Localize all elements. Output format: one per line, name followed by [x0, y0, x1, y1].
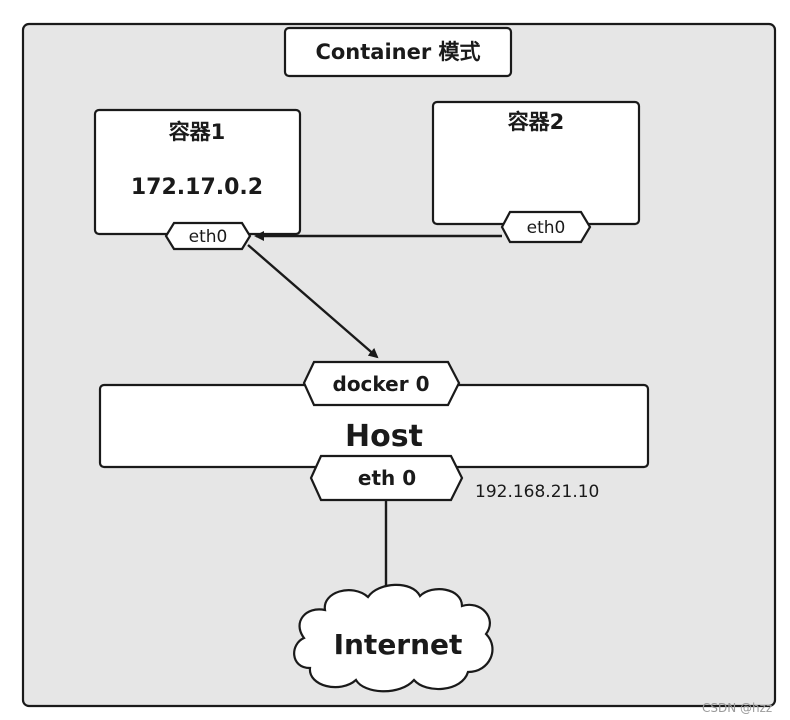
- container2-name: 容器2: [508, 110, 565, 134]
- container1-to-docker0-arrow: [247, 244, 379, 359]
- container1-eth0-port: [164, 221, 252, 251]
- container1-ip: 172.17.0.2: [131, 175, 263, 200]
- container2-eth0-port: [500, 210, 592, 244]
- container2-eth0-label: eth0: [527, 218, 566, 238]
- internet-cloud: [293, 583, 494, 693]
- watermark: CSDN @hzz: [702, 701, 772, 715]
- diagram-title: Container 模式: [315, 40, 480, 64]
- title-box: [283, 26, 513, 78]
- docker0-label: docker 0: [333, 372, 430, 396]
- host-label: Host: [345, 419, 423, 454]
- host-eth0-port: [309, 454, 464, 502]
- container1-eth0-label: eth0: [189, 227, 228, 247]
- internet-label: Internet: [334, 628, 463, 661]
- docker0-bridge: [302, 360, 461, 407]
- container1-name: 容器1: [169, 120, 226, 144]
- host-ip: 192.168.21.10: [475, 482, 599, 502]
- host-eth0-label: eth 0: [358, 466, 416, 490]
